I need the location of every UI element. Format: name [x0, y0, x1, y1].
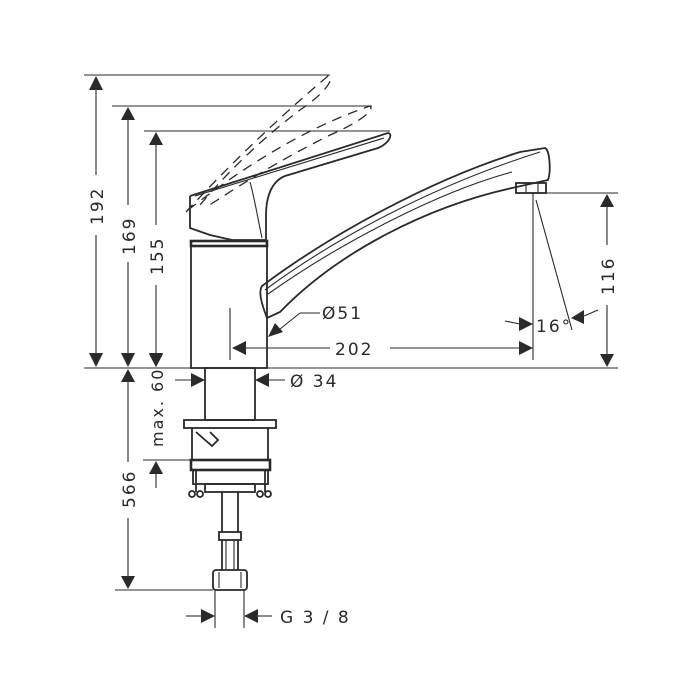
dim-16-label: 16° — [536, 317, 572, 337]
arrow-up-icon — [600, 194, 614, 207]
dim-202-label: 202 — [335, 340, 373, 360]
faucet-handle — [189, 132, 392, 241]
dimension-diameter-34: Ø 34 — [175, 372, 338, 392]
arrow-up-icon — [149, 461, 163, 474]
faucet-shank — [183, 367, 277, 498]
arrow-right-icon — [519, 341, 533, 355]
dimension-116: 116 — [538, 192, 619, 367]
arrow-left-icon — [232, 341, 246, 355]
arrow-icon — [268, 323, 283, 337]
arrow-down-icon — [121, 576, 135, 589]
dimension-192: 192 — [84, 74, 330, 367]
dimension-diameter-51: Ø51 — [268, 304, 363, 337]
arrow-down-icon — [89, 353, 103, 367]
handle-open-positions — [185, 75, 372, 213]
arrow-left-icon — [255, 373, 269, 387]
dimension-max-60: max. 60 — [143, 354, 191, 488]
supply-hose — [212, 492, 248, 591]
dim-192-label: 192 — [88, 187, 108, 225]
dim-max60-label: max. 60 — [148, 368, 167, 447]
dim-g38-label: G 3 / 8 — [280, 608, 351, 628]
dim-566-label: 566 — [120, 470, 140, 508]
arrow-up-icon — [149, 132, 163, 145]
dimension-angle-16: 16° — [504, 199, 599, 337]
dim-51-label: Ø51 — [322, 304, 363, 324]
arrow-right-icon — [191, 373, 205, 387]
arrow-left-icon — [571, 310, 584, 324]
arrow-down-icon — [121, 353, 135, 367]
dim-155-label: 155 — [148, 237, 168, 275]
dimension-566: 566 — [115, 369, 213, 591]
dimension-thread-g38: G 3 / 8 — [186, 590, 351, 628]
dimension-169: 169 — [112, 105, 372, 367]
arrow-up-icon — [121, 107, 135, 120]
dim-34-label: Ø 34 — [290, 372, 338, 392]
arrow-up-icon — [121, 369, 135, 382]
dim-116-label: 116 — [599, 257, 619, 295]
arrow-down-icon — [149, 354, 163, 367]
arrow-left-icon — [244, 609, 258, 623]
arrow-right-icon — [519, 317, 533, 331]
arrow-right-icon — [201, 609, 215, 623]
arrow-down-icon — [600, 354, 614, 367]
faucet-spout — [259, 147, 551, 320]
faucet-body — [189, 239, 269, 369]
dim-169-label: 169 — [120, 217, 140, 255]
arrow-up-icon — [89, 76, 103, 90]
dimension-202: 202 — [232, 193, 534, 360]
